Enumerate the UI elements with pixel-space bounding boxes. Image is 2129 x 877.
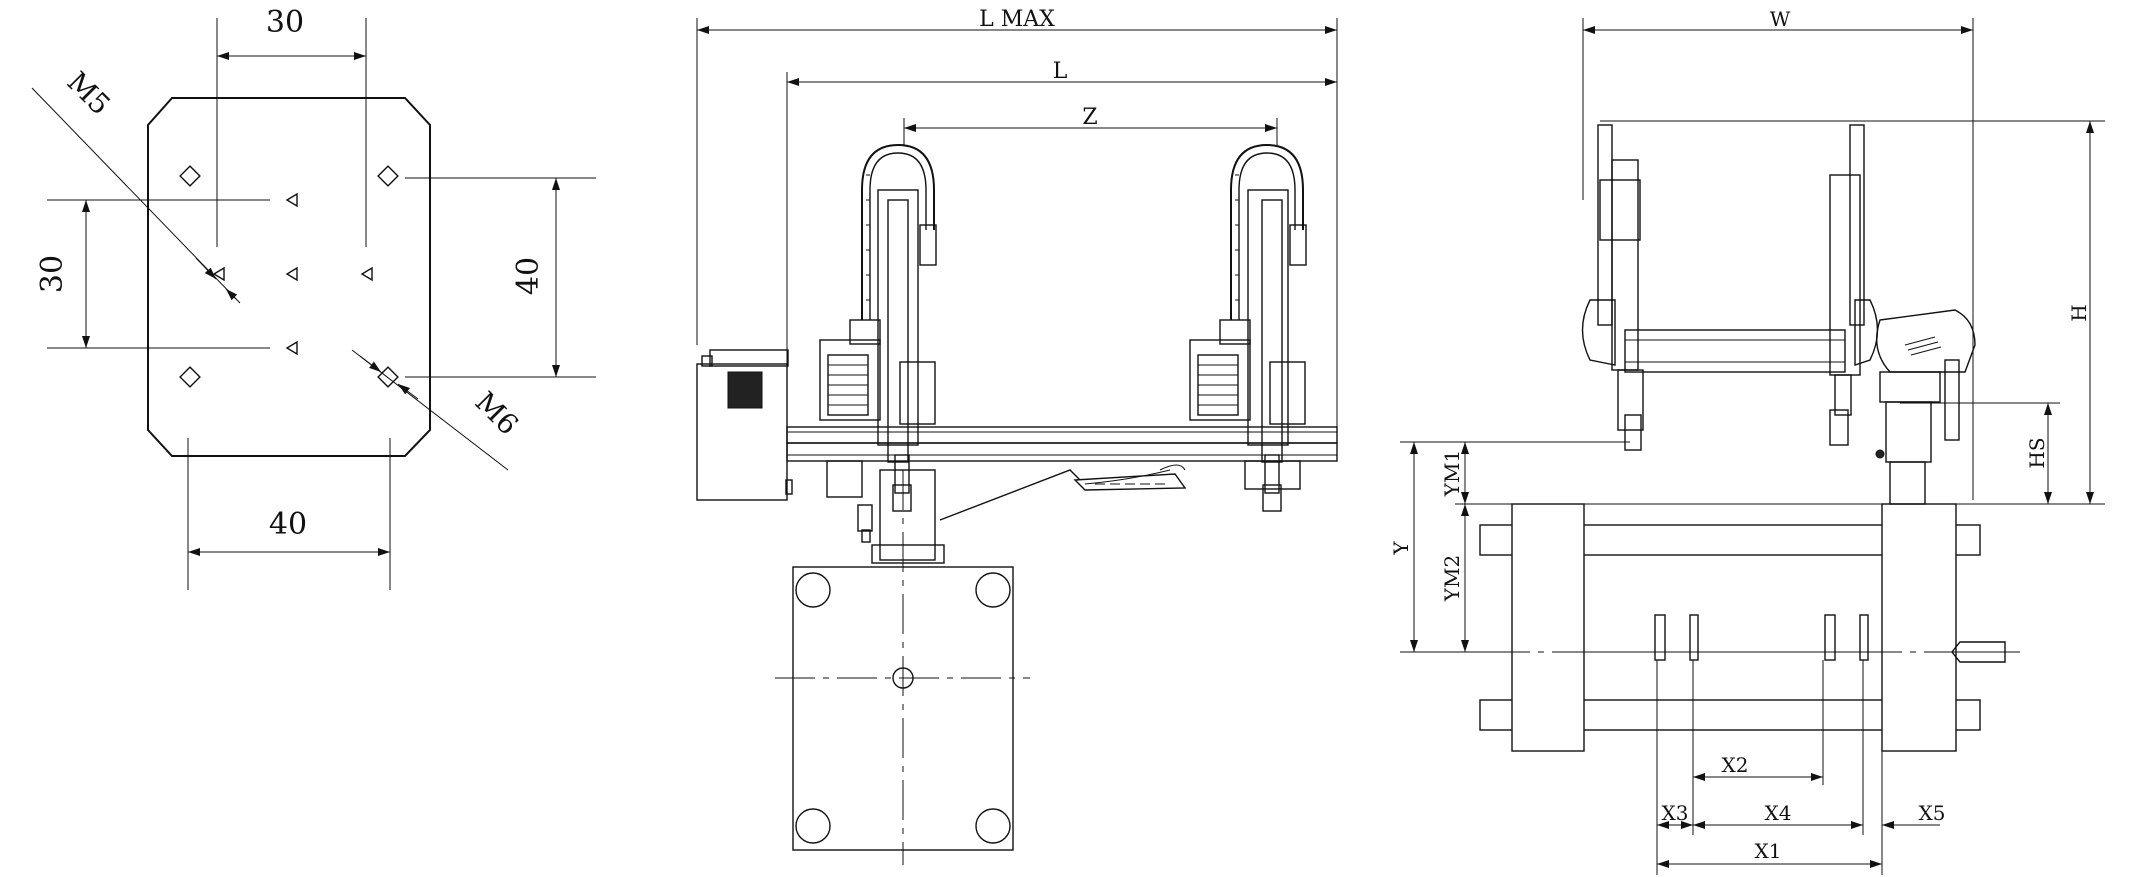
side-dim-h: H xyxy=(2067,304,2091,321)
side-dim-hs: HS xyxy=(2025,437,2049,468)
side-dim-x2: X2 xyxy=(1722,753,1749,777)
flange-dim-right: 40 xyxy=(511,257,546,295)
front-dim-z: Z xyxy=(1082,105,1097,130)
front-dim-l: L xyxy=(1053,59,1068,84)
flange-thread-m6: M6 xyxy=(469,385,525,441)
side-dim-ym2: YM2 xyxy=(1440,555,1464,602)
side-dim-ym1: YM1 xyxy=(1440,450,1464,497)
control-cabinet xyxy=(696,349,793,501)
flange-thread-m5: M5 xyxy=(61,65,117,121)
right-vertical-arm xyxy=(1189,143,1307,512)
front-dim-lmax: L MAX xyxy=(979,7,1055,32)
side-dim-x3: X3 xyxy=(1662,801,1689,825)
side-dim-x5: X5 xyxy=(1919,801,1946,825)
side-dim-w: W xyxy=(1770,7,1791,31)
side-dim-x4: X4 xyxy=(1765,801,1792,825)
base-pedestal xyxy=(775,469,1030,865)
mold-platens xyxy=(1479,503,2015,752)
flange-plate-outline xyxy=(147,97,431,457)
side-view: W H HS YM1 YM2 Y xyxy=(1389,7,2105,875)
m5-hole-markers xyxy=(212,192,373,356)
side-dim-x1: X1 xyxy=(1755,839,1782,863)
gripper-fixtures xyxy=(1654,614,1869,661)
flange-view: 30 30 40 40 M5 M6 xyxy=(31,5,596,590)
left-vertical-arm xyxy=(819,143,937,512)
front-view: L MAX L Z xyxy=(696,7,1338,865)
flange-dim-left: 30 xyxy=(35,255,70,293)
side-dim-y: Y xyxy=(1389,541,1413,556)
flange-dim-bottom: 40 xyxy=(269,507,307,542)
gantry xyxy=(1581,124,1976,505)
main-beam xyxy=(786,426,1338,521)
flange-dim-top: 30 xyxy=(266,5,304,40)
